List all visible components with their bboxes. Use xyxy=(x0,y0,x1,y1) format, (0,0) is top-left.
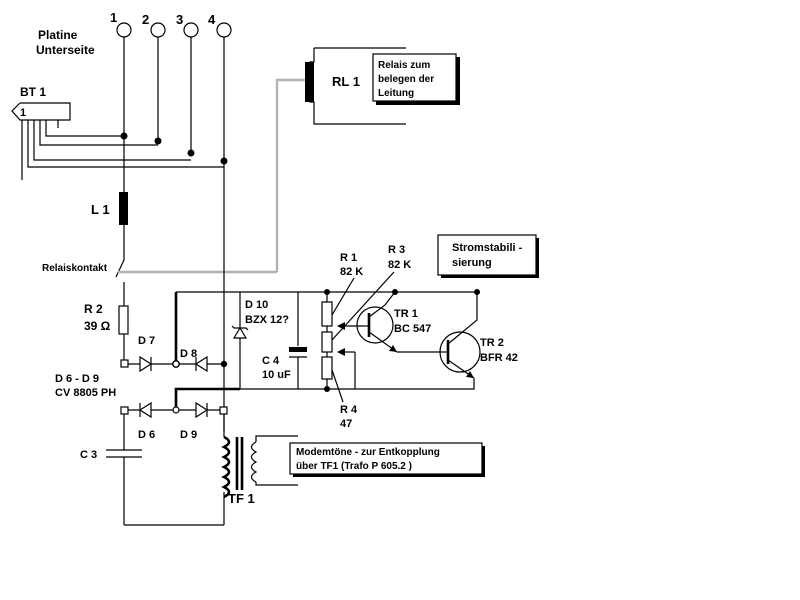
inductor-l1: L 1 xyxy=(91,192,128,225)
tr2-type: BFR 42 xyxy=(480,352,518,364)
r4-name: R 4 xyxy=(340,404,358,416)
terminal-1-label: 1 xyxy=(110,10,117,25)
diode-range-label: D 6 - D 9 xyxy=(55,373,99,385)
d7-label: D 7 xyxy=(138,335,155,347)
junction-dot xyxy=(187,149,195,157)
connector-bt1: BT 1 1 xyxy=(11,85,224,180)
terminal-3-label: 3 xyxy=(176,12,183,27)
connector-pin: 1 xyxy=(20,107,26,119)
r1-value: 82 K xyxy=(340,266,363,278)
capacitor-c3: C 3 xyxy=(80,414,142,525)
relay-note: Relais zum belegen der Leitung xyxy=(372,53,460,105)
d9-label: D 9 xyxy=(180,429,197,441)
c3-label: C 3 xyxy=(80,449,97,461)
transformer-label: TF 1 xyxy=(228,491,255,506)
d10-name: D 10 xyxy=(245,299,268,311)
junction-dot xyxy=(154,137,162,145)
relay-contact-label: Relaiskontakt xyxy=(42,263,108,274)
zener-d10: D 10 BZX 12? xyxy=(231,299,289,339)
terminal-4[interactable]: 4 xyxy=(208,12,232,38)
d8-label: D 8 xyxy=(180,348,197,360)
r2-name: R 2 xyxy=(84,302,103,316)
stabilization-note-line2: sierung xyxy=(452,257,492,269)
tr1-type: BC 547 xyxy=(394,323,431,335)
modem-note: Modemtöne - zur Entkopplung über TF1 (Tr… xyxy=(289,442,485,477)
tr2-name: TR 2 xyxy=(480,337,504,349)
resistor-r2: R 2 39 Ω xyxy=(84,302,129,335)
terminal-3[interactable]: 3 xyxy=(176,12,199,38)
stabilization-note-line1: Stromstabili - xyxy=(452,242,523,254)
d10-type: BZX 12? xyxy=(245,314,289,326)
board-label-line1: Platine xyxy=(38,28,78,42)
terminal-1[interactable]: 1 xyxy=(110,10,132,38)
c4-name: C 4 xyxy=(262,355,280,367)
r3-value: 82 K xyxy=(388,259,411,271)
resistor-chain: R 1 82 K R 3 82 K R 4 47 xyxy=(321,244,411,430)
d6-label: D 6 xyxy=(138,429,155,441)
modem-note-line1: Modemtöne - zur Entkopplung xyxy=(296,447,440,458)
diode-type-label: CV 8805 PH xyxy=(55,387,116,399)
board-label-line2: Unterseite xyxy=(36,43,95,57)
relay-link-line xyxy=(275,78,305,272)
c4-value: 10 uF xyxy=(262,369,291,381)
r4-value: 47 xyxy=(340,418,352,430)
terminal-2[interactable]: 2 xyxy=(142,12,166,38)
bridge-rectifier: D 7 D 8 D 6 D 9 D 6 - D 9 CV 8805 PH xyxy=(55,292,240,441)
modem-note-line2: über TF1 (Trafo P 605.2 ) xyxy=(296,461,412,472)
tr1-name: TR 1 xyxy=(394,308,418,320)
relay-contact: Relaiskontakt xyxy=(42,259,277,306)
r3-name: R 3 xyxy=(388,244,405,256)
junction-dot xyxy=(120,132,128,140)
stabilization-note: Stromstabili - sierung xyxy=(437,234,539,278)
relay-note-line1: Relais zum xyxy=(378,60,430,71)
relay-name: RL 1 xyxy=(332,74,360,89)
transistor-tr1: TR 1 BC 547 xyxy=(356,291,431,353)
transformer-tf1: TF 1 xyxy=(221,414,298,525)
terminal-2-label: 2 xyxy=(142,12,149,27)
relay-note-line3: Leitung xyxy=(378,88,414,99)
terminal-4-label: 4 xyxy=(208,12,216,27)
r2-value: 39 Ω xyxy=(84,319,111,333)
transistor-tr2: TR 2 BFR 42 xyxy=(439,292,518,379)
capacitor-c4: C 4 10 uF xyxy=(262,292,307,389)
relay-note-line2: belegen der xyxy=(378,74,434,85)
inductor-label: L 1 xyxy=(91,202,110,217)
relay-rl1: RL 1 xyxy=(275,47,406,272)
connector-name: BT 1 xyxy=(20,85,46,99)
r1-name: R 1 xyxy=(340,252,357,264)
